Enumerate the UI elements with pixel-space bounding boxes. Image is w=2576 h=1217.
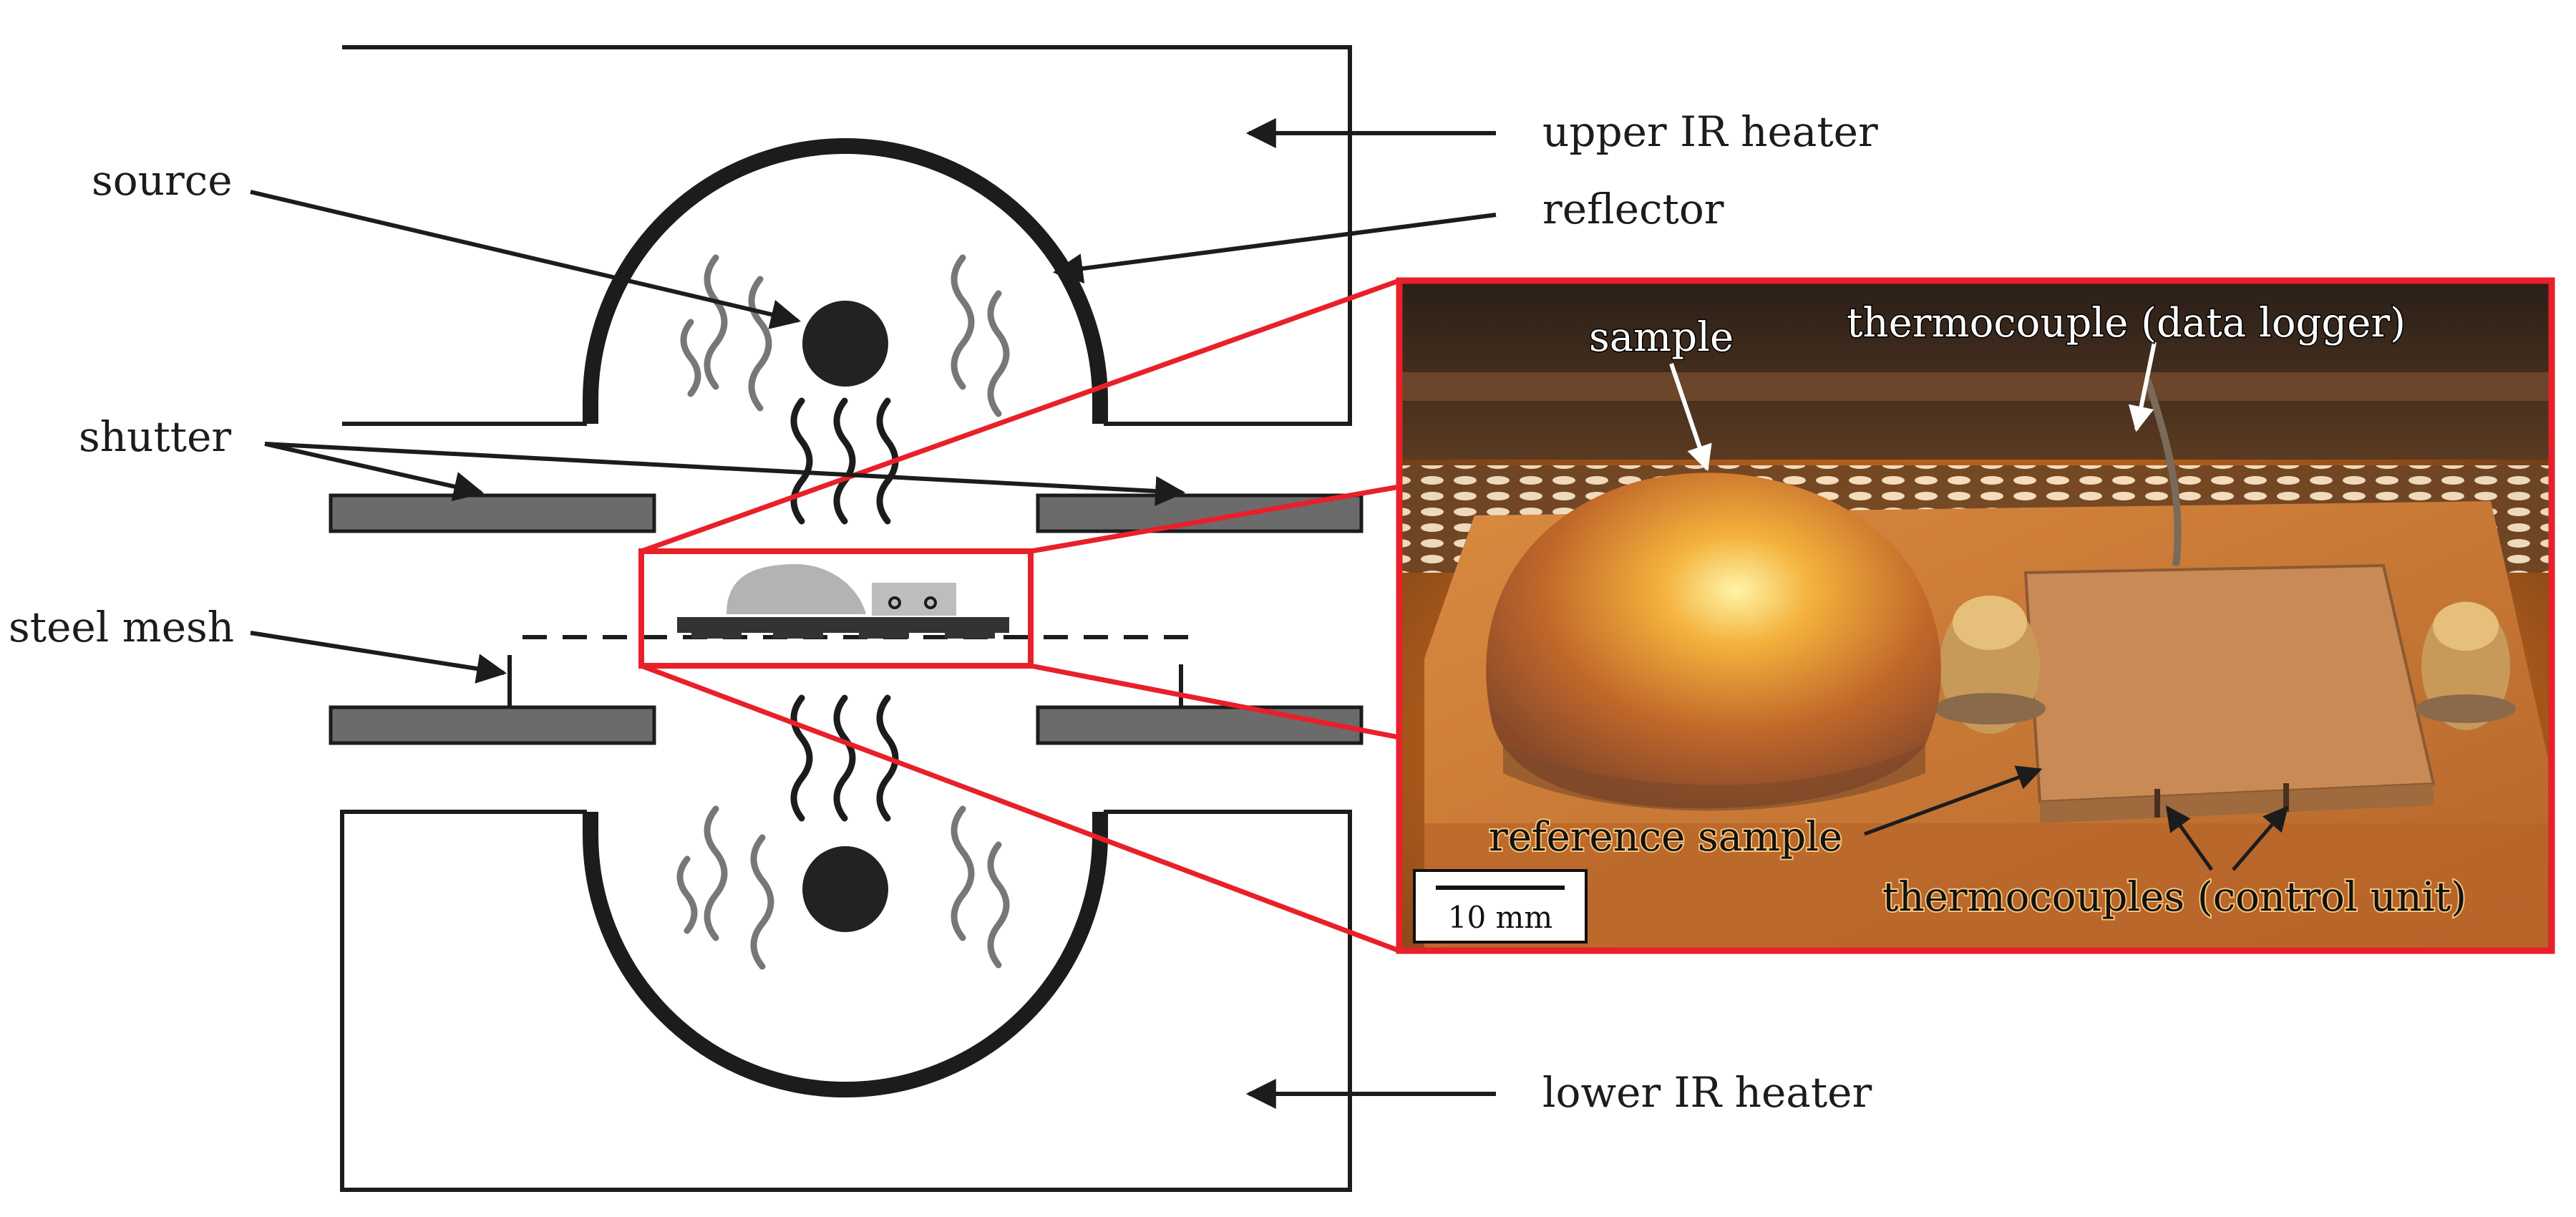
zoom-connector-mid-top: [1030, 484, 1400, 554]
lower-reflector: [583, 812, 1108, 1097]
upper-heat-waves: [680, 254, 1010, 525]
shutter-upper-left: [329, 493, 656, 533]
photo-bolt-right: [2416, 601, 2516, 730]
shutter-lower-left: [329, 705, 656, 745]
arrow-steel-mesh: [250, 631, 507, 684]
arrow-photo-sample: [1669, 363, 1712, 472]
arrow-shutter-right: [264, 442, 1186, 506]
label-steel-mesh: steel mesh: [9, 603, 234, 651]
zoom-box: [638, 548, 1034, 669]
sample-photo: [1399, 281, 2552, 951]
scale-bar-label: 10 mm: [1448, 900, 1552, 935]
sample-assembly: [677, 563, 1009, 639]
lower-heater-housing: [340, 810, 1352, 1192]
shutter-lower-right: [1036, 705, 1364, 745]
photo-frame: [1396, 277, 2555, 954]
zoom-connector-top: [640, 278, 1401, 554]
arrow-photo-reference: [1864, 765, 2043, 836]
label-upper-heater: upper IR heater: [1542, 107, 1878, 156]
scale-bar: 10 mm: [1413, 869, 1588, 944]
arrow-shutter-left: [264, 442, 485, 502]
photo-bolt-left: [1934, 596, 2046, 734]
photo-label-reference-sample: reference sample: [1489, 814, 1842, 860]
upper-source: [802, 301, 888, 387]
label-reflector: reflector: [1542, 185, 1724, 233]
label-source: source: [92, 156, 233, 205]
zoom-connector-bottom: [640, 663, 1401, 954]
photo-reference-sample: [2023, 563, 2436, 804]
zoom-connector-mid-bottom: [1030, 663, 1400, 740]
photo-label-thermocouples-control: thermocouples (control unit): [1882, 874, 2466, 921]
lower-heat-waves: [676, 694, 1010, 970]
label-lower-heater: lower IR heater: [1542, 1068, 1872, 1117]
label-shutter: shutter: [79, 412, 231, 461]
lower-source: [802, 846, 888, 932]
arrow-photo-thermocouple: [2128, 341, 2157, 432]
upper-reflector: [583, 138, 1108, 424]
photo-label-sample: sample: [1589, 314, 1734, 361]
arrow-source: [250, 190, 802, 329]
arrow-photo-tc-left: [2165, 805, 2214, 871]
arrow-reflector: [1052, 213, 1497, 283]
photo-sample: [1486, 472, 1941, 809]
arrow-photo-tc-right: [2232, 805, 2289, 871]
photo-label-thermocouple-logger: thermocouple (data logger): [1847, 300, 2406, 346]
